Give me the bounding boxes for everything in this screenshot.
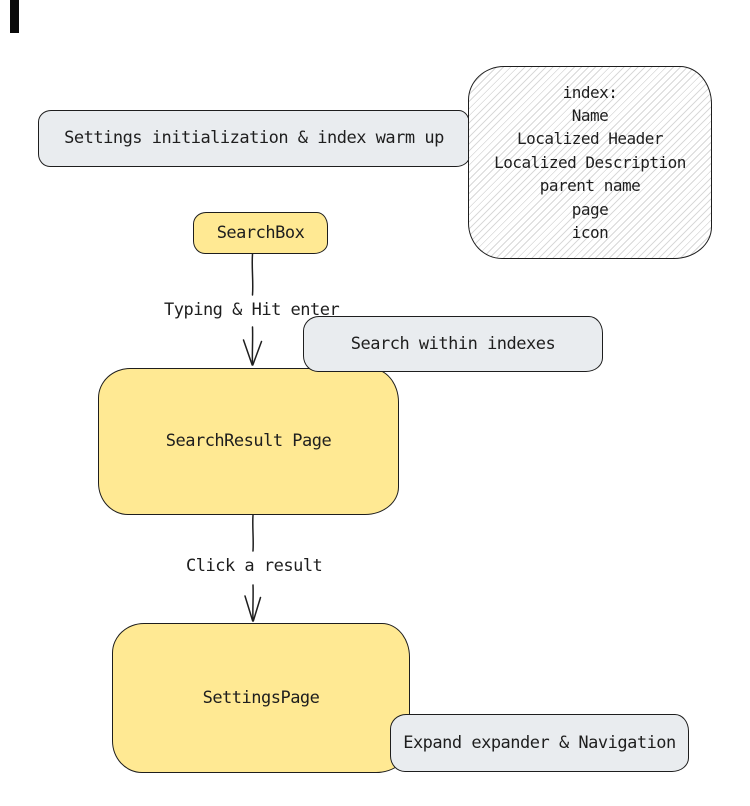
- index-note-line: index:: [562, 82, 618, 102]
- index-note-line: page: [571, 199, 609, 219]
- edge-label-click-a-result: Click a result: [186, 556, 323, 576]
- index-note-line: parent name: [539, 176, 641, 196]
- node-expand-expander-navigation: Expand expander & Navigation: [390, 714, 689, 772]
- caret-artifact: [10, 0, 19, 33]
- index-note-line: icon: [571, 223, 609, 243]
- node-search-within-indexes-label: Search within indexes: [350, 333, 556, 354]
- node-searchbox-label: SearchBox: [216, 222, 305, 243]
- index-note-line: Localized Header: [516, 129, 664, 149]
- node-settings-page-label: SettingsPage: [202, 687, 320, 708]
- index-note-line: Localized Description: [494, 152, 686, 172]
- node-searchbox: SearchBox: [193, 212, 328, 254]
- edge-label-typing-hit-enter: Typing & Hit enter: [164, 300, 340, 320]
- arrowhead-down-icon: [242, 339, 263, 366]
- node-index-fields-note: index: Name Localized Header Localized D…: [468, 66, 712, 259]
- arrow-searchbox-to-result-line: [251, 253, 254, 296]
- node-settings-warmup-label: Settings initialization & index warm up: [64, 128, 444, 149]
- node-search-result-page-label: SearchResult Page: [165, 431, 332, 452]
- node-expand-expander-navigation-label: Expand expander & Navigation: [403, 732, 676, 753]
- arrowhead-down-icon: [244, 595, 262, 622]
- index-note-line: Name: [571, 105, 609, 125]
- node-settings-page: SettingsPage: [112, 623, 410, 773]
- node-search-within-indexes: Search within indexes: [303, 316, 603, 372]
- node-search-result-page: SearchResult Page: [98, 368, 399, 515]
- node-settings-warmup: Settings initialization & index warm up: [38, 110, 470, 167]
